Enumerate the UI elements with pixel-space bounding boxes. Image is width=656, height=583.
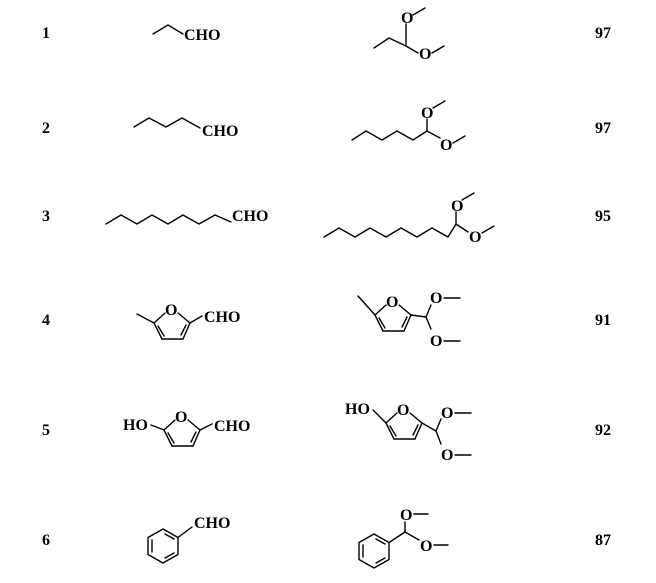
aldehyde-structure: CHO [105,208,268,225]
acetal-structure: O O [323,192,495,246]
row-3: 3 CHO O O 95 [42,192,611,246]
acetal-oxygen-label: O [419,46,431,63]
aldehyde-group-label: CHO [232,208,268,225]
aldehyde-structure: O CHO [136,302,240,340]
acetal-structure: O O [373,7,445,63]
acetal-oxygen-label: O [430,290,442,307]
entry-number: 3 [42,208,50,225]
entry-number: 4 [42,312,50,329]
acetal-structure: O HO O O [345,401,472,464]
row-2: 2 CHO O O 97 [42,100,611,154]
acetal-oxygen-label: O [420,538,432,555]
yield-value: 92 [595,422,611,439]
row-4: 4 O CHO O [42,290,611,350]
ring-oxygen-label: O [397,402,409,419]
ring-oxygen-label: O [386,294,398,311]
acetal-structure: O O [351,100,466,154]
aldehyde-structure: CHO [133,117,238,140]
yield-value: 87 [595,532,611,549]
acetal-oxygen-label: O [469,229,481,246]
aldehyde-group-label: CHO [202,123,238,140]
ring-oxygen-label: O [175,409,187,426]
entry-number: 2 [42,120,50,137]
hydroxy-label: HO [345,401,370,418]
entry-number: 6 [42,532,50,549]
acetal-oxygen-label: O [440,137,452,154]
aldehyde-group-label: CHO [194,515,230,532]
acetal-oxygen-label: O [430,333,442,350]
aldehyde-group-label: CHO [214,418,250,435]
acetal-oxygen-label: O [441,405,453,422]
aldehyde-group-label: CHO [204,309,240,326]
yield-value: 91 [595,312,611,329]
aldehyde-structure: CHO [147,515,230,564]
ring-oxygen-label: O [165,302,177,319]
yield-value: 95 [595,208,611,225]
row-5: 5 O HO CHO O [42,401,611,464]
acetal-oxygen-label: O [441,447,453,464]
aldehyde-structure: O HO CHO [123,409,250,447]
acetal-oxygen-label: O [401,10,413,27]
acetal-oxygen-label: O [400,507,412,524]
aldehyde-structure: CHO [152,24,220,44]
aldehyde-group-label: CHO [184,27,220,44]
row-1: 1 CHO O O 97 [42,7,611,63]
hydroxy-label: HO [123,417,148,434]
yield-value: 97 [595,25,611,42]
entry-number: 5 [42,422,50,439]
entry-number: 1 [42,25,50,42]
acetal-oxygen-label: O [451,198,463,215]
acetal-structure: O O [358,507,449,569]
acetal-oxygen-label: O [421,105,433,122]
row-6: 6 CHO O O 87 [42,507,611,569]
acetal-structure: O O O [357,290,461,350]
yield-value: 97 [595,120,611,137]
